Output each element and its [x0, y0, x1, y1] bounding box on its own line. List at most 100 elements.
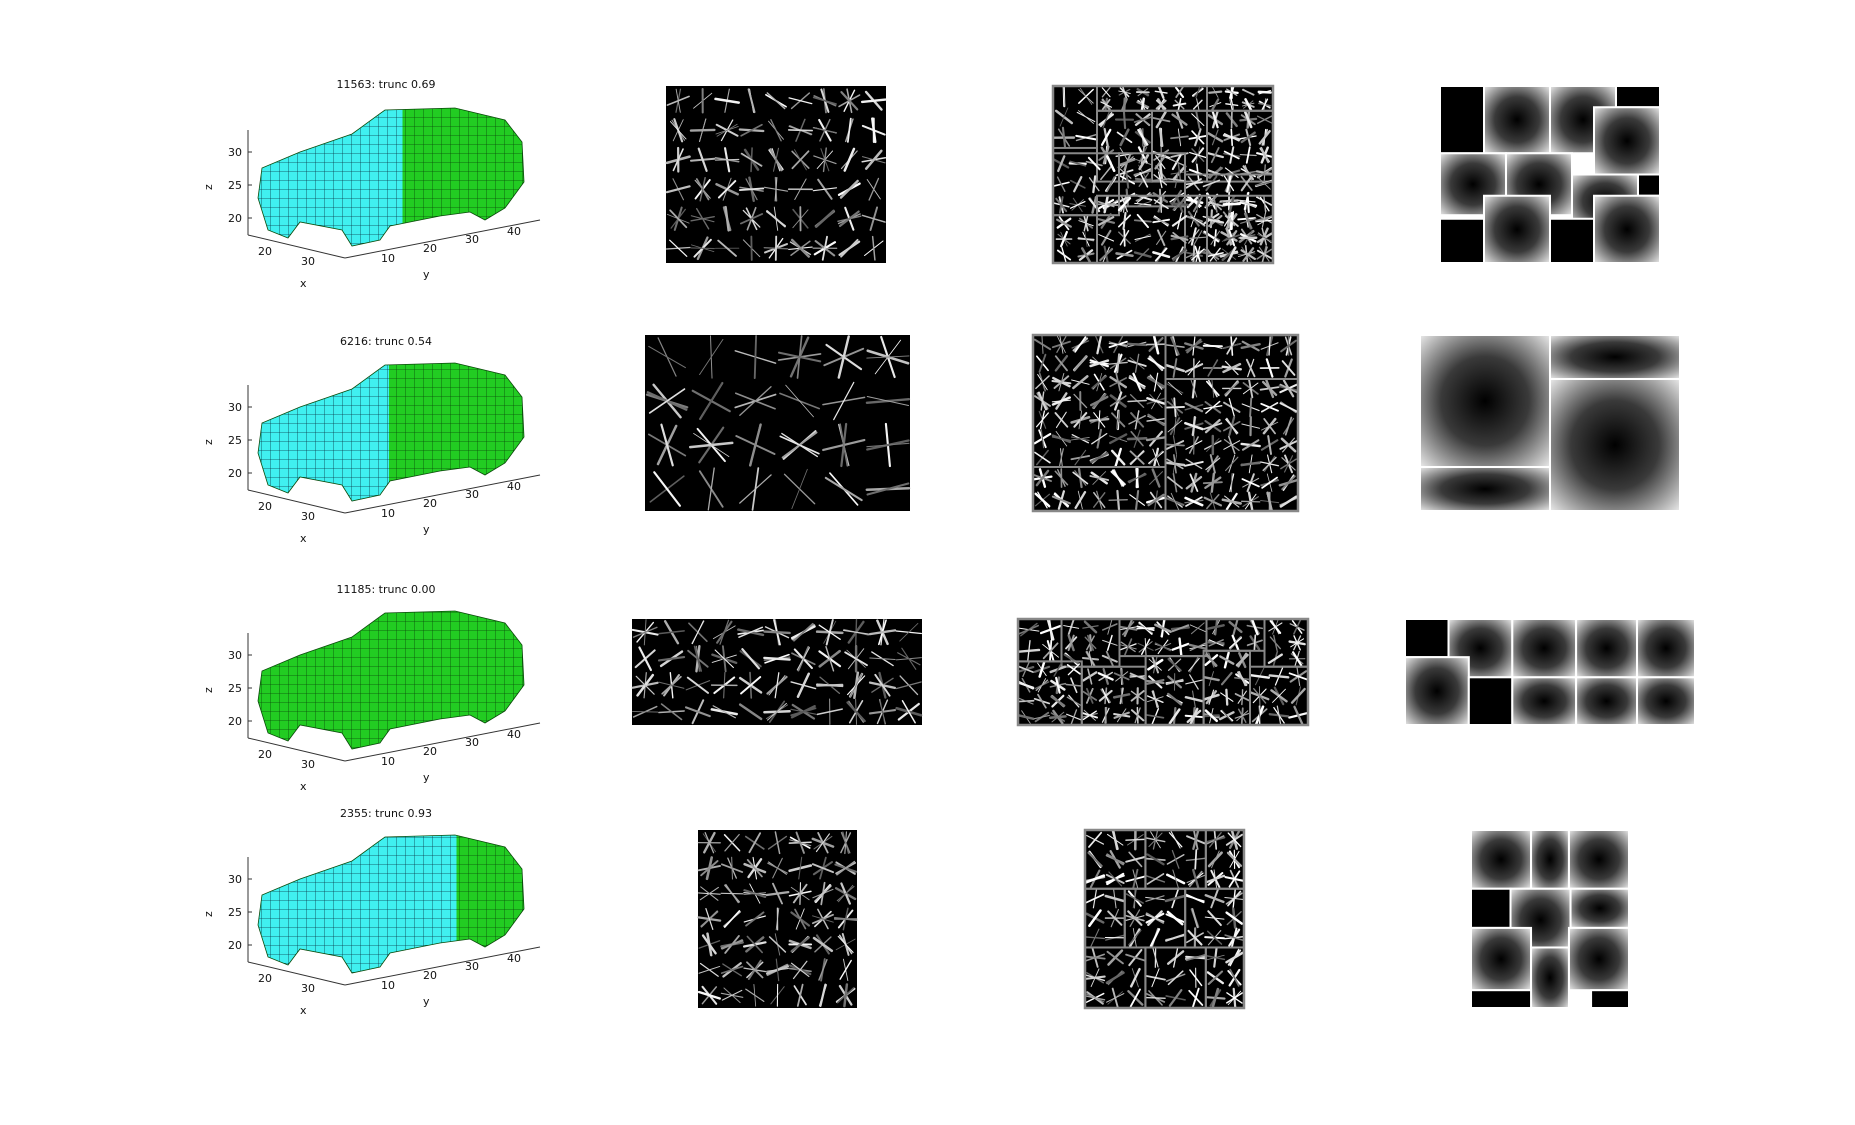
z-tick-label: 30 — [228, 401, 242, 414]
hog-stroke — [1226, 690, 1227, 705]
deformation-tile — [1420, 335, 1550, 467]
hog-stroke — [817, 685, 842, 686]
y-axis-label: y — [423, 771, 430, 784]
hog-stroke — [789, 130, 812, 131]
part-tile — [1185, 889, 1244, 948]
x-axis-label: x — [300, 532, 307, 545]
x-axis-label: x — [300, 277, 307, 290]
deformation-tile — [1420, 467, 1550, 511]
hog-stroke — [1134, 889, 1135, 908]
y-axis-label: y — [423, 268, 430, 281]
deformation-tile — [1471, 928, 1531, 990]
deformation-tile — [1440, 219, 1484, 263]
hog-stroke — [1128, 401, 1146, 402]
hog-stroke — [633, 711, 658, 712]
hog-stroke — [1193, 246, 1194, 263]
visible-voxels — [254, 345, 389, 515]
part-template-row-4 — [1085, 830, 1244, 1008]
hog-template-row-2 — [645, 335, 910, 511]
deformation-tile — [1594, 196, 1660, 263]
part-template-row-2 — [1033, 335, 1298, 511]
hog-stroke — [1224, 204, 1240, 205]
deformation-map-row-1 — [1440, 86, 1660, 263]
hog-stroke — [1128, 344, 1146, 345]
hog-stroke — [1209, 92, 1221, 93]
hog-stroke — [1254, 635, 1255, 650]
row-2-title: 6216: trunc 0.54 — [340, 335, 432, 348]
deformation-tile — [1576, 619, 1637, 677]
x-tick-label: 30 — [301, 758, 315, 771]
deformation-tile — [1591, 990, 1629, 1008]
deformation-tile — [1616, 86, 1660, 107]
y-tick-label: 40 — [507, 480, 521, 493]
hog-stroke — [1126, 839, 1145, 840]
x-tick-label: 30 — [301, 510, 315, 523]
z-tick-label: 30 — [228, 146, 242, 159]
hog-stroke — [764, 632, 789, 633]
deformation-tile — [1471, 889, 1511, 928]
hog-stroke — [715, 159, 738, 160]
deformation-tile — [1576, 677, 1637, 725]
deformation-tile — [1637, 619, 1695, 677]
deformation-tile — [1550, 219, 1594, 263]
hog-stroke — [764, 658, 789, 660]
deformation-tile — [1484, 86, 1550, 153]
x-tick-label: 20 — [258, 972, 272, 985]
hog-stroke — [1137, 628, 1154, 629]
z-tick-label: 20 — [228, 212, 242, 225]
deformation-map-row-4 — [1471, 830, 1629, 1008]
deformation-tile — [1440, 86, 1484, 153]
x-tick-label: 20 — [258, 245, 272, 258]
y-tick-label: 30 — [465, 960, 479, 973]
deformation-map-row-2 — [1420, 335, 1680, 511]
hog-stroke — [1259, 92, 1271, 93]
x-axis-label: x — [300, 780, 307, 793]
deformation-maps — [1405, 86, 1695, 1008]
z-tick-label: 20 — [228, 939, 242, 952]
deformation-tile — [1571, 889, 1629, 928]
voxel-plots: 202530z2030x10203040y202530z2030x1020304… — [202, 90, 540, 1017]
deformation-tile — [1471, 990, 1531, 1008]
x-tick-label: 20 — [258, 748, 272, 761]
y-tick-label: 40 — [507, 728, 521, 741]
deformation-tile — [1550, 379, 1680, 511]
deformation-tile — [1512, 619, 1576, 677]
z-axis-label: z — [202, 687, 215, 693]
z-tick-label: 30 — [228, 649, 242, 662]
y-axis-label: y — [423, 523, 430, 536]
truncated-voxels — [250, 593, 540, 763]
y-axis-label: y — [423, 995, 430, 1008]
hog-stroke — [1124, 111, 1125, 128]
x-tick-label: 30 — [301, 255, 315, 268]
z-tick-label: 30 — [228, 873, 242, 886]
deformation-tile — [1550, 335, 1680, 379]
hog-stroke — [1195, 850, 1196, 869]
visible-voxels — [254, 90, 403, 260]
deformation-tile — [1405, 657, 1469, 725]
deformation-tile — [1405, 619, 1449, 657]
deformation-map-row-3 — [1405, 619, 1695, 725]
row-1-title: 11563: trunc 0.69 — [336, 78, 435, 91]
y-tick-label: 20 — [423, 969, 437, 982]
x-tick-label: 30 — [301, 982, 315, 995]
hog-template-row-1 — [666, 86, 886, 263]
hog-stroke — [1166, 407, 1184, 408]
deformation-tile — [1569, 928, 1629, 990]
hog-stroke — [1142, 99, 1144, 111]
deformation-tile — [1484, 196, 1550, 263]
hog-stroke — [1242, 501, 1260, 502]
hog-templates — [632, 86, 922, 1008]
part-template-row-3 — [1018, 619, 1308, 725]
y-tick-label: 30 — [465, 233, 479, 246]
deformation-tile — [1471, 830, 1531, 889]
deformation-tile — [1531, 830, 1569, 889]
z-tick-label: 25 — [228, 179, 242, 192]
y-tick-label: 30 — [465, 488, 479, 501]
y-tick-label: 20 — [423, 745, 437, 758]
x-tick-label: 20 — [258, 500, 272, 513]
hog-template-row-4 — [698, 830, 857, 1008]
